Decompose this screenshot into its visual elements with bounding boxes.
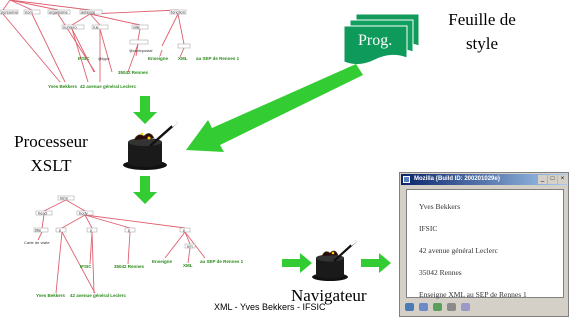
svg-text:IFSIC: IFSIC [80, 264, 92, 269]
xslt-hat-icon [123, 121, 178, 170]
svg-text:35042 Rennes: 35042 Rennes [118, 70, 149, 75]
addressbook-icon[interactable] [447, 303, 456, 311]
svg-text:XML: XML [183, 263, 193, 268]
stylesheet-label-line1: Feuille de [448, 10, 516, 29]
svg-text:au SEP de Rennes 1: au SEP de Rennes 1 [200, 259, 244, 264]
content-line: Enseigne XML au SEP de Rennes 1 [419, 290, 527, 299]
content-line: Yves Bekkers [419, 202, 461, 211]
svg-text:fonction: fonction [171, 10, 185, 15]
svg-text:XML: XML [178, 56, 188, 61]
svg-text:p: p [183, 228, 186, 233]
navigator-icon[interactable] [405, 303, 414, 311]
svg-text:p: p [128, 228, 131, 233]
svg-text:Enseigne: Enseigne [148, 56, 169, 61]
browser-title: Mozilla {Build ID: 200201029e} [414, 176, 501, 182]
svg-text:body: body [79, 211, 88, 216]
arrow-right-2 [361, 253, 391, 273]
arrow-diagonal [186, 64, 363, 152]
svg-text:42 avenue général Leclerc: 42 avenue général Leclerc [70, 293, 127, 298]
svg-text:35042 Rennes: 35042 Rennes [114, 264, 145, 269]
content-line: IFSIC [419, 224, 438, 233]
svg-text:adresse: adresse [81, 10, 96, 15]
browser-content: Yves Bekkers IFSIC 42 avenue général Lec… [406, 189, 564, 299]
svg-text:p: p [90, 228, 93, 233]
maximize-button[interactable]: □ [548, 175, 557, 184]
browser-statusbar [403, 301, 565, 314]
program-label: Prog. [358, 32, 393, 49]
result-tree: html head body title p p p p em Carte de vi… [24, 196, 244, 299]
svg-text:head: head [38, 211, 47, 216]
footer-text: XML - Yves Bekkers - IFSIC [214, 302, 326, 312]
minimize-button[interactable]: _ [538, 175, 547, 184]
browser-titlebar: Mozilla {Build ID: 200201029e} _ □ × [401, 174, 567, 185]
source-tree: personne nom organisme adresse numero rue v… [0, 0, 240, 89]
svg-text:Yves Bekkers: Yves Bekkers [36, 293, 66, 298]
svg-text:42 avenue général Leclerc: 42 avenue général Leclerc [80, 84, 137, 89]
svg-text:numero: numero [63, 25, 77, 30]
mail-icon[interactable] [419, 303, 428, 311]
flow-arrows [133, 64, 391, 273]
arrow-down-1 [133, 96, 157, 124]
arrow-down-2 [133, 176, 157, 204]
chat-icon[interactable] [461, 303, 470, 311]
svg-text:@type: @type [98, 56, 110, 61]
svg-text:p: p [59, 228, 62, 233]
svg-text:html: html [60, 196, 68, 201]
svg-text:Yves Bekkers: Yves Bekkers [48, 84, 78, 89]
svg-text:Carte de visite: Carte de visite [24, 240, 50, 245]
browser-label: Navigateur [291, 286, 367, 305]
arrow-right-1 [282, 253, 312, 273]
stylesheet-label-line2: style [465, 34, 499, 53]
stylesheet-label: Feuille de style [432, 8, 532, 56]
svg-text:ville: ville [133, 25, 141, 30]
svg-text:organisme: organisme [49, 10, 68, 15]
svg-text:rue: rue [93, 25, 100, 30]
browser-hat-icon [312, 240, 357, 281]
mozilla-icon [403, 176, 410, 183]
close-button[interactable]: × [558, 175, 567, 184]
svg-text:Enseigne: Enseigne [152, 259, 173, 264]
processor-label-line2: XSLT [30, 156, 72, 175]
content-line: 42 avenue général Leclerc [419, 246, 498, 255]
svg-text:em: em [187, 244, 193, 249]
svg-text:IFSIC: IFSIC [78, 56, 90, 61]
svg-text:@codepostal: @codepostal [129, 48, 153, 53]
content-line: 35042 Rennes [419, 268, 462, 277]
processor-label-line1: Processeur [14, 132, 88, 151]
svg-text:nom: nom [25, 10, 33, 15]
svg-text:au SEP de Rennes 1: au SEP de Rennes 1 [196, 56, 240, 61]
stylesheet-doc-icon [343, 13, 420, 66]
processor-label: Processeur XSLT [6, 130, 96, 178]
svg-text:personne: personne [1, 10, 18, 15]
browser-window: Mozilla {Build ID: 200201029e} _ □ × Yve… [399, 172, 569, 317]
composer-icon[interactable] [433, 303, 442, 311]
svg-text:title: title [35, 228, 42, 233]
